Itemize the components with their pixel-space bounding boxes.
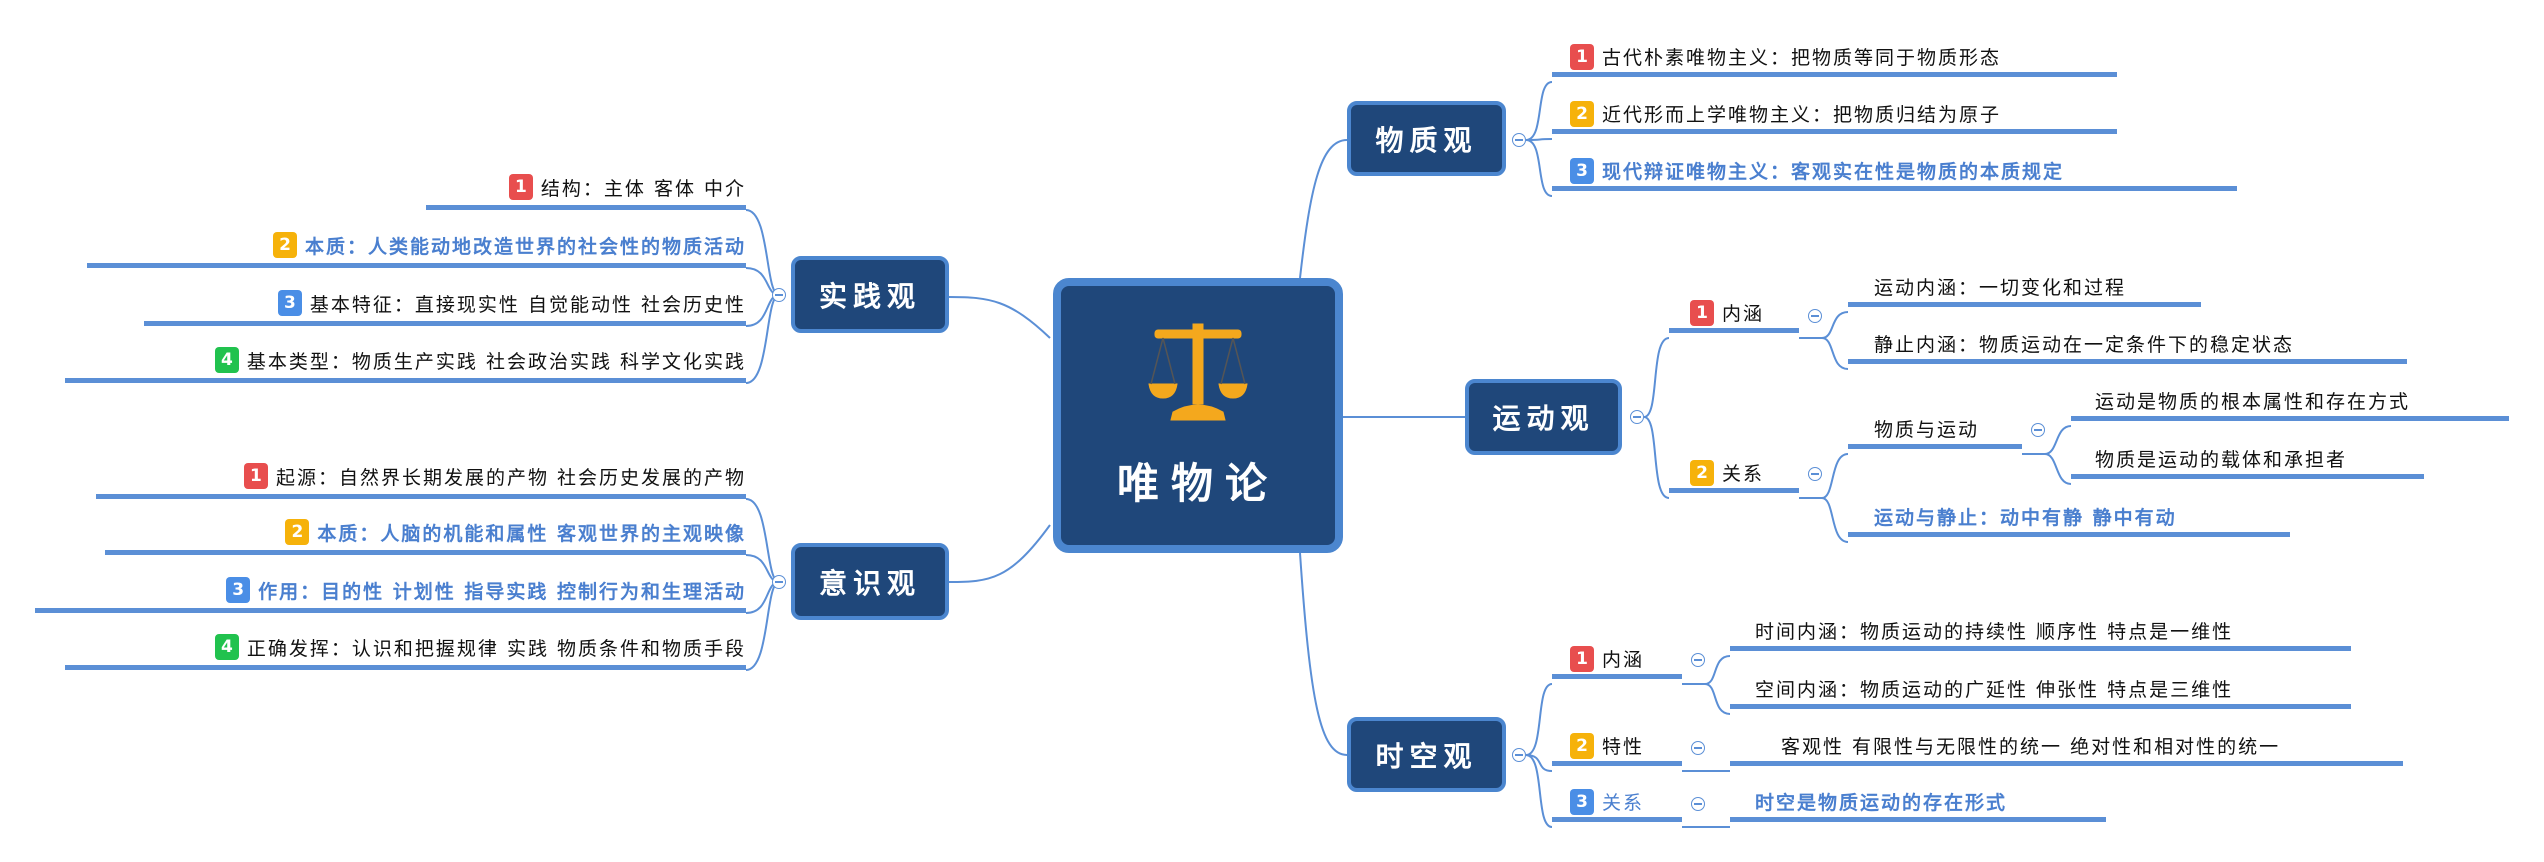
item-text: 关系 — [1722, 463, 1765, 485]
consciousness-item[interactable]: 1 起源：自然界长期发展的产物 社会历史发展的产物 — [96, 458, 746, 499]
motion-connotation-child[interactable]: 运动内涵：一切变化和过程 — [1848, 271, 2201, 307]
item-text: 关系 — [1602, 792, 1645, 814]
priority-badge: 1 — [1570, 43, 1594, 70]
branch-spacetime[interactable]: 时空观 — [1347, 717, 1506, 792]
motion-and-rest[interactable]: 运动与静止：动中有静 静中有动 — [1848, 501, 2290, 537]
matter-and-motion[interactable]: 物质与运动 — [1848, 413, 2022, 449]
collapse-toggle[interactable] — [1691, 653, 1705, 667]
branch-matter[interactable]: 物质观 — [1347, 101, 1506, 176]
motion-connotation[interactable]: 1 内涵 — [1669, 297, 1799, 333]
branch-motion[interactable]: 运动观 — [1465, 379, 1622, 455]
practice-item[interactable]: 4 基本类型：物质生产实践 社会政治实践 科学文化实践 — [65, 342, 746, 383]
spacetime-connotation[interactable]: 1 内涵 — [1552, 643, 1682, 679]
consciousness-item[interactable]: 3 作用：目的性 计划性 指导实践 控制行为和生理活动 — [35, 572, 746, 613]
spacetime-relation[interactable]: 3 关系 — [1552, 786, 1682, 822]
priority-badge: 3 — [277, 290, 302, 316]
item-text: 内涵 — [1722, 303, 1765, 325]
collapse-toggle[interactable] — [1808, 309, 1822, 323]
central-topic-title: 唯物论 — [1116, 459, 1279, 508]
priority-badge: 3 — [1570, 788, 1594, 815]
collapse-toggle[interactable] — [1691, 741, 1705, 755]
spacetime-connotation-child[interactable]: 时间内涵：物质运动的持续性 顺序性 特点是一维性 — [1730, 615, 2351, 651]
branch-practice[interactable]: 实践观 — [791, 256, 949, 333]
collapse-toggle[interactable] — [1512, 133, 1526, 147]
motion-connotation-child[interactable]: 静止内涵：物质运动在一定条件下的稳定状态 — [1848, 328, 2407, 364]
spacetime-property[interactable]: 2 特性 — [1552, 730, 1682, 766]
collapse-toggle[interactable] — [2031, 423, 2045, 437]
item-text: 古代朴素唯物主义：把物质等同于物质形态 — [1602, 47, 2002, 69]
priority-badge: 4 — [214, 634, 239, 660]
item-text: 现代辩证唯物主义：客观实在性是物质的本质规定 — [1602, 161, 2065, 183]
priority-badge: 4 — [214, 347, 239, 373]
spacetime-relation-child[interactable]: 时空是物质运动的存在形式 — [1730, 786, 2106, 822]
matter-motion-child[interactable]: 运动是物质的根本属性和存在方式 — [2071, 385, 2509, 421]
collapse-toggle[interactable] — [1512, 748, 1526, 762]
consciousness-item[interactable]: 4 正确发挥：认识和把握规律 实践 物质条件和物质手段 — [65, 629, 746, 670]
priority-badge: 1 — [1690, 299, 1714, 326]
item-text: 特性 — [1602, 736, 1645, 758]
consciousness-item[interactable]: 2 本质：人脑的机能和属性 客观世界的主观映像 — [105, 514, 746, 555]
item-text: 近代形而上学唯物主义：把物质归结为原子 — [1602, 104, 2002, 126]
priority-badge: 1 — [1570, 645, 1594, 672]
priority-badge: 1 — [243, 463, 268, 489]
matter-motion-child[interactable]: 物质是运动的载体和承担者 — [2071, 443, 2424, 479]
priority-badge: 2 — [1690, 459, 1714, 486]
spacetime-property-child[interactable]: 客观性 有限性与无限性的统一 绝对性和相对性的统一 — [1730, 730, 2403, 766]
priority-badge: 2 — [1570, 732, 1594, 759]
practice-item[interactable]: 2 本质：人类能动地改造世界的社会性的物质活动 — [87, 227, 746, 268]
item-text: 起源：自然界长期发展的产物 社会历史发展的产物 — [275, 466, 746, 489]
item-text: 作用：目的性 计划性 指导实践 控制行为和生理活动 — [258, 580, 746, 603]
matter-item[interactable]: 3 现代辩证唯物主义：客观实在性是物质的本质规定 — [1552, 155, 2237, 191]
item-text: 基本特征：直接现实性 自觉能动性 社会历史性 — [309, 293, 746, 316]
priority-badge: 2 — [1570, 100, 1594, 127]
motion-relation[interactable]: 2 关系 — [1669, 457, 1799, 493]
practice-item[interactable]: 3 基本特征：直接现实性 自觉能动性 社会历史性 — [144, 285, 746, 326]
central-topic[interactable]: 唯物论 — [1053, 278, 1343, 553]
branch-consciousness[interactable]: 意识观 — [791, 543, 949, 620]
priority-badge: 2 — [285, 519, 310, 545]
item-text: 本质：人脑的机能和属性 客观世界的主观映像 — [317, 522, 746, 545]
item-text: 内涵 — [1602, 649, 1645, 671]
priority-badge: 2 — [272, 232, 297, 258]
matter-item[interactable]: 2 近代形而上学唯物主义：把物质归结为原子 — [1552, 98, 2117, 134]
priority-badge: 3 — [1570, 157, 1594, 184]
item-text: 结构：主体 客体 中介 — [540, 177, 746, 200]
collapse-toggle[interactable] — [772, 575, 786, 589]
matter-item[interactable]: 1 古代朴素唯物主义：把物质等同于物质形态 — [1552, 41, 2117, 77]
priority-badge: 1 — [508, 174, 533, 200]
item-text: 本质：人类能动地改造世界的社会性的物质活动 — [304, 235, 746, 258]
collapse-toggle[interactable] — [1691, 797, 1705, 811]
priority-badge: 3 — [226, 577, 251, 603]
collapse-toggle[interactable] — [1630, 410, 1644, 424]
collapse-toggle[interactable] — [1808, 467, 1822, 481]
scales-icon — [1148, 323, 1248, 421]
item-text: 正确发挥：认识和把握规律 实践 物质条件和物质手段 — [246, 637, 746, 660]
practice-item[interactable]: 1 结构：主体 客体 中介 — [426, 169, 746, 210]
collapse-toggle[interactable] — [772, 288, 786, 302]
item-text: 基本类型：物质生产实践 社会政治实践 科学文化实践 — [246, 350, 746, 373]
spacetime-connotation-child[interactable]: 空间内涵：物质运动的广延性 伸张性 特点是三维性 — [1730, 673, 2351, 709]
